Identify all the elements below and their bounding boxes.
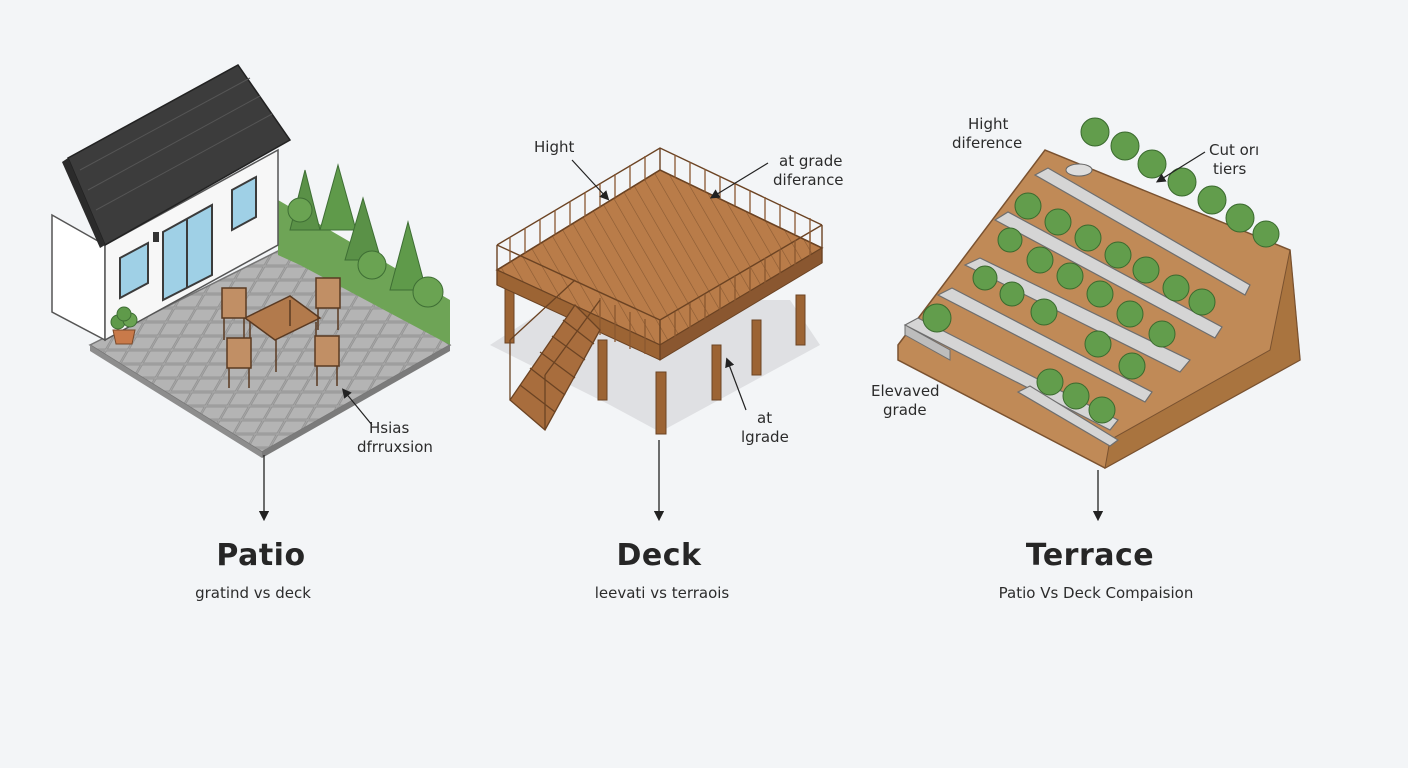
terrace-callout-elevated-line2: grade <box>883 401 940 420</box>
terrace-callout-height-line1: Hight <box>968 115 1022 134</box>
deck-callout-bottom-line2: lgrade <box>741 428 789 447</box>
deck-callout-bottom-line1: at <box>757 409 789 428</box>
deck-callout-height-text: Hight <box>534 138 574 157</box>
terrace-title: Terrace <box>940 538 1240 573</box>
terrace-callout-cut-line1: Cut orı <box>1209 141 1259 160</box>
deck-subtitle: leevati vs terraois <box>502 584 822 602</box>
patio-subtitle: gratind vs deck <box>93 584 413 602</box>
patio-title: Patio <box>111 538 411 573</box>
terrace-callout-elevated: Elevaved grade <box>871 382 940 420</box>
deck-callout-height: Hight <box>534 138 574 157</box>
deck-height-leader <box>572 160 606 197</box>
patio-callout-line2: dfrruxsion <box>357 438 433 457</box>
deck-title: Deck <box>509 538 809 573</box>
terrace-callout-cut: Cut orı tiers <box>1209 141 1259 179</box>
deck-callout-grade-line1: at grade <box>779 152 844 171</box>
terrace-callout-elevated-line1: Elevaved <box>871 382 940 401</box>
deck-callout-grade: at grade diferance <box>773 152 844 190</box>
terrace-subtitle: Patio Vs Deck Compaision <box>936 584 1256 602</box>
terrace-callout-height: Hight diference <box>952 115 1022 153</box>
deck-illustration <box>490 148 822 516</box>
patio-callout-line1: Hsias <box>369 419 433 438</box>
terrace-callout-cut-line2: tiers <box>1213 160 1259 179</box>
deck-callout-grade-line2: diferance <box>773 171 844 190</box>
patio-callout: Hsias dfrruxsion <box>369 419 433 457</box>
terrace-callout-height-line2: diference <box>952 134 1022 153</box>
deck-callout-bottom: at lgrade <box>741 409 789 447</box>
deck-grade-leader <box>714 163 768 196</box>
